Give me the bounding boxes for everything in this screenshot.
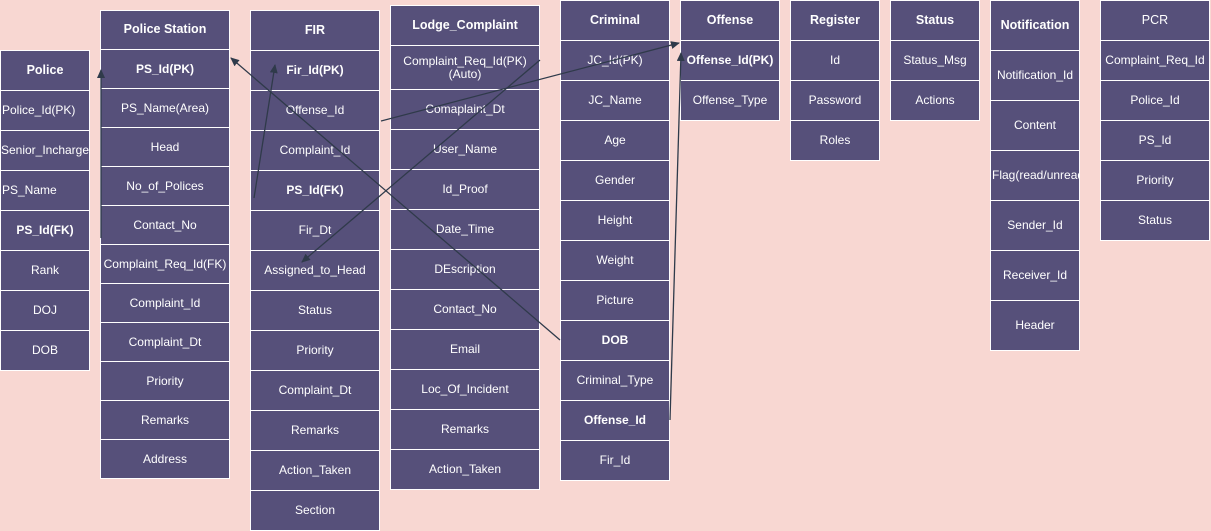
- criminal-attr-weight[interactable]: Weight: [560, 240, 670, 281]
- entity-status[interactable]: Status Status_Msg Actions: [890, 0, 980, 121]
- pcr-attr-police-id[interactable]: Police_Id: [1100, 80, 1210, 121]
- criminal-attr-jc-name[interactable]: JC_Name: [560, 80, 670, 121]
- lodge-complaint-attr-action-taken[interactable]: Action_Taken: [390, 449, 540, 490]
- entity-pcr-title[interactable]: PCR: [1100, 0, 1210, 41]
- fir-attr-status[interactable]: Status: [250, 290, 380, 331]
- police-attr-ps-name[interactable]: PS_Name: [0, 170, 90, 211]
- notification-attr-header[interactable]: Header: [990, 300, 1080, 351]
- status-attr-status-msg[interactable]: Status_Msg: [890, 40, 980, 81]
- offense-attr-offense-type[interactable]: Offense_Type: [680, 80, 780, 121]
- police-attr-rank[interactable]: Rank: [0, 250, 90, 291]
- fir-attr-priority[interactable]: Priority: [250, 330, 380, 371]
- police-attr-senior-incharge[interactable]: Senior_Incharge: [0, 130, 90, 171]
- fir-attr-remarks[interactable]: Remarks: [250, 410, 380, 451]
- lodge-complaint-attr-contact-no[interactable]: Contact_No: [390, 289, 540, 330]
- police-station-attr-ps-name-area[interactable]: PS_Name(Area): [100, 88, 230, 128]
- police-attr-police-id[interactable]: Police_Id(PK): [0, 90, 90, 131]
- criminal-attr-gender[interactable]: Gender: [560, 160, 670, 201]
- fir-attr-complaint-dt[interactable]: Complaint_Dt: [250, 370, 380, 411]
- fir-attr-section[interactable]: Section: [250, 490, 380, 531]
- police-station-attr-address[interactable]: Address: [100, 439, 230, 479]
- register-attr-password[interactable]: Password: [790, 80, 880, 121]
- police-attr-dob[interactable]: DOB: [0, 330, 90, 371]
- police-station-attr-priority[interactable]: Priority: [100, 361, 230, 401]
- entity-register[interactable]: Register Id Password Roles: [790, 0, 880, 161]
- status-attr-actions[interactable]: Actions: [890, 80, 980, 121]
- entity-criminal-title[interactable]: Criminal: [560, 0, 670, 41]
- criminal-attr-criminal-type[interactable]: Criminal_Type: [560, 360, 670, 401]
- notification-attr-content[interactable]: Content: [990, 100, 1080, 151]
- lodge-complaint-attr-remarks[interactable]: Remarks: [390, 409, 540, 450]
- pcr-attr-status[interactable]: Status: [1100, 200, 1210, 241]
- lodge-complaint-attr-complaint-dt[interactable]: Comaplaint_Dt: [390, 89, 540, 130]
- pcr-attr-ps-id[interactable]: PS_Id: [1100, 120, 1210, 161]
- entity-pcr[interactable]: PCR Complaint_Req_Id Police_Id PS_Id Pri…: [1100, 0, 1210, 241]
- entity-status-title[interactable]: Status: [890, 0, 980, 41]
- entity-criminal[interactable]: Criminal JC_Id(PK) JC_Name Age Gender He…: [560, 0, 670, 481]
- fir-attr-ps-id-fk[interactable]: PS_Id(FK): [250, 170, 380, 211]
- police-attr-doj[interactable]: DOJ: [0, 290, 90, 331]
- register-attr-id[interactable]: Id: [790, 40, 880, 81]
- criminal-attr-fir-id[interactable]: Fir_Id: [560, 440, 670, 481]
- lodge-complaint-attr-loc-of-incident[interactable]: Loc_Of_Incident: [390, 369, 540, 410]
- notification-attr-sender-id[interactable]: Sender_Id: [990, 200, 1080, 251]
- entity-offense-title[interactable]: Offense: [680, 0, 780, 41]
- criminal-attr-age[interactable]: Age: [560, 120, 670, 161]
- police-station-attr-ps-id-pk[interactable]: PS_Id(PK): [100, 49, 230, 89]
- police-attr-ps-id-fk[interactable]: PS_Id(FK): [0, 210, 90, 251]
- police-station-attr-contact-no[interactable]: Contact_No: [100, 205, 230, 245]
- police-station-attr-remarks[interactable]: Remarks: [100, 400, 230, 440]
- criminal-attr-jc-id-pk[interactable]: JC_Id(PK): [560, 40, 670, 81]
- entity-police-title[interactable]: Police: [0, 50, 90, 91]
- notification-attr-notification-id[interactable]: Notification_Id: [990, 50, 1080, 101]
- criminal-attr-offense-id[interactable]: Offense_Id: [560, 400, 670, 441]
- lodge-complaint-attr-date-time[interactable]: Date_Time: [390, 209, 540, 250]
- lodge-complaint-attr-user-name[interactable]: User_Name: [390, 129, 540, 170]
- fir-attr-fir-dt[interactable]: Fir_Dt: [250, 210, 380, 251]
- entity-police-station-title[interactable]: Police Station: [100, 10, 230, 50]
- entity-police[interactable]: Police Police_Id(PK) Senior_Incharge PS_…: [0, 50, 90, 371]
- fir-attr-offense-id[interactable]: Offense_Id: [250, 90, 380, 131]
- criminal-attr-picture[interactable]: Picture: [560, 280, 670, 321]
- entity-fir-title[interactable]: FIR: [250, 10, 380, 51]
- entity-notification-title[interactable]: Notification: [990, 0, 1080, 51]
- entity-police-station[interactable]: Police Station PS_Id(PK) PS_Name(Area) H…: [100, 10, 230, 479]
- fir-attr-assigned-to-head[interactable]: Assigned_to_Head: [250, 250, 380, 291]
- police-station-attr-no-of-polices[interactable]: No_of_Polices: [100, 166, 230, 206]
- pcr-attr-complaint-req-id[interactable]: Complaint_Req_Id: [1100, 40, 1210, 81]
- entity-lodge-complaint[interactable]: Lodge_Complaint Complaint_Req_Id(PK) (Au…: [390, 5, 540, 490]
- entity-register-title[interactable]: Register: [790, 0, 880, 41]
- register-attr-roles[interactable]: Roles: [790, 120, 880, 161]
- fir-attr-action-taken[interactable]: Action_Taken: [250, 450, 380, 491]
- lodge-complaint-attr-complaint-req-id-pk[interactable]: Complaint_Req_Id(PK) (Auto): [390, 45, 540, 90]
- criminal-attr-dob[interactable]: DOB: [560, 320, 670, 361]
- fir-attr-fir-id-pk[interactable]: Fir_Id(PK): [250, 50, 380, 91]
- lodge-complaint-attr-email[interactable]: Email: [390, 329, 540, 370]
- offense-attr-offense-id-pk[interactable]: Offense_Id(PK): [680, 40, 780, 81]
- notification-attr-flag[interactable]: Flag(read/unread): [990, 150, 1080, 201]
- notification-attr-receiver-id[interactable]: Receiver_Id: [990, 250, 1080, 301]
- lodge-complaint-attr-description[interactable]: DEscription: [390, 249, 540, 290]
- police-station-attr-complaint-dt[interactable]: Complaint_Dt: [100, 322, 230, 362]
- entity-fir[interactable]: FIR Fir_Id(PK) Offense_Id Complaint_Id P…: [250, 10, 380, 531]
- lodge-complaint-attr-id-proof[interactable]: Id_Proof: [390, 169, 540, 210]
- fir-attr-complaint-id[interactable]: Complaint_Id: [250, 130, 380, 171]
- criminal-attr-height[interactable]: Height: [560, 200, 670, 241]
- entity-offense[interactable]: Offense Offense_Id(PK) Offense_Type: [680, 0, 780, 121]
- police-station-attr-complaint-req-id-fk[interactable]: Complaint_Req_Id(FK): [100, 244, 230, 284]
- entity-lodge-complaint-title[interactable]: Lodge_Complaint: [390, 5, 540, 46]
- police-station-attr-head[interactable]: Head: [100, 127, 230, 167]
- pcr-attr-priority[interactable]: Priority: [1100, 160, 1210, 201]
- police-station-attr-complaint-id[interactable]: Complaint_Id: [100, 283, 230, 323]
- entity-notification[interactable]: Notification Notification_Id Content Fla…: [990, 0, 1080, 351]
